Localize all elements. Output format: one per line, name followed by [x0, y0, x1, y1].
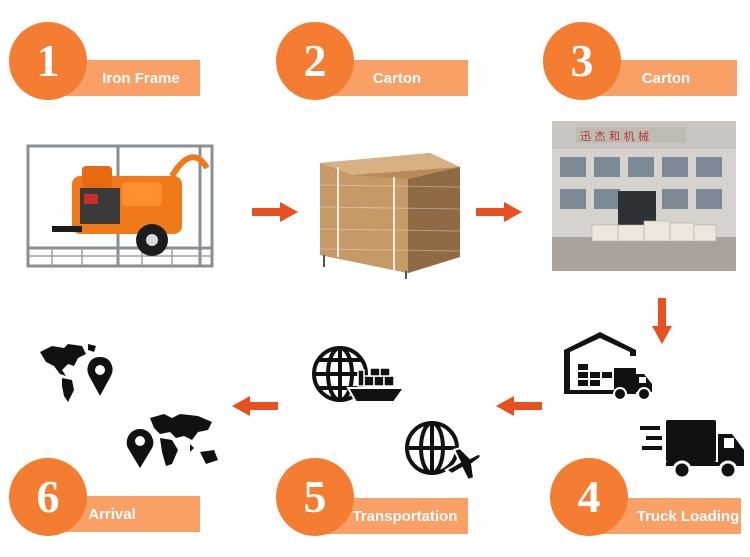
- step-2-number: 2: [303, 35, 327, 86]
- factory-signboard-text: 迅 杰 和 机 械: [580, 129, 649, 143]
- world-map-pin-icon: [40, 344, 115, 402]
- step-3-circle: 3: [543, 22, 621, 100]
- step-3-label: Carton: [641, 70, 691, 87]
- step-5-circle: 5: [276, 458, 354, 536]
- arrow-left-2: [232, 396, 278, 416]
- step-3-number: 3: [570, 35, 594, 86]
- arrow-left-1: [496, 396, 542, 416]
- step-2-label: Carton: [372, 70, 422, 87]
- step-5-label: Transportation: [352, 508, 458, 525]
- step-4-circle: 4: [550, 458, 628, 536]
- globe-plane-icon: [405, 421, 482, 482]
- arrow-right-1: [252, 202, 298, 222]
- step-6-circle: 6: [9, 458, 87, 536]
- warehouse-truck-icon: [564, 332, 652, 401]
- step-4-label: Truck Loading: [636, 508, 740, 525]
- iron-frame-machine-photo: [22, 138, 218, 276]
- globe-ship-icon: [312, 346, 406, 403]
- step-1-number: 1: [36, 35, 60, 86]
- step-6-number: 6: [36, 471, 60, 522]
- delivery-truck-icon: [640, 420, 744, 480]
- wrapped-carton-photo: [310, 145, 462, 279]
- arrow-down: [652, 298, 672, 344]
- arrow-right-2: [476, 202, 522, 222]
- step-2-circle: 2: [276, 22, 354, 100]
- step-5-banner: Transportation: [316, 498, 468, 534]
- step-5-number: 5: [303, 471, 327, 522]
- step-4-number: 4: [577, 471, 601, 522]
- world-map-pin-icon-2: [124, 414, 218, 472]
- step-1-label: Iron Frame: [102, 70, 180, 87]
- factory-photo: 迅 杰 和 机 械: [552, 121, 736, 271]
- step-6-label: Arrival: [88, 506, 136, 523]
- step-1-circle: 1: [9, 22, 87, 100]
